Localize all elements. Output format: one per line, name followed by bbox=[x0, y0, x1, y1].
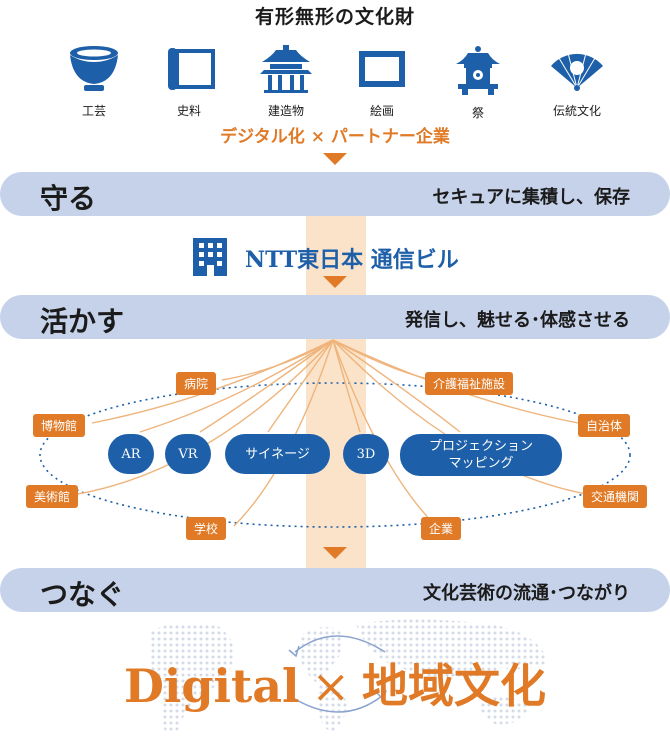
partner-museum: 博物館 bbox=[33, 414, 86, 437]
tech-projection-line1: プロジェクション bbox=[428, 439, 533, 454]
network-spokes bbox=[77, 339, 587, 527]
network-ring bbox=[39, 382, 631, 528]
partner-school: 学校 bbox=[186, 517, 227, 540]
category-historical-documents: 史料 bbox=[144, 44, 234, 119]
category-traditional-culture: 伝統文化 bbox=[532, 44, 622, 119]
down-arrow-icon bbox=[323, 276, 347, 288]
stage-connect-band: つなぐ 文化芸術の流通･つながり bbox=[0, 568, 670, 612]
tech-signage: サイネージ bbox=[225, 434, 330, 474]
tech-projection-mapping: プロジェクション マッピング bbox=[400, 434, 562, 476]
tech-ar: AR bbox=[108, 434, 154, 474]
world-map-dots bbox=[148, 619, 548, 732]
stage-title: 活かす bbox=[40, 305, 125, 338]
picture-frame-icon bbox=[359, 51, 405, 87]
festival-float-icon bbox=[456, 46, 500, 95]
category-label: 史料 bbox=[176, 104, 201, 118]
category-paintings: 絵画 bbox=[337, 44, 427, 119]
partner-art-museum: 美術館 bbox=[26, 485, 79, 508]
diagram-title: 有形無形の文化財 bbox=[254, 6, 415, 28]
bottom-slogan: Digital×地域文化 bbox=[0, 650, 670, 716]
partner-welfare-facility: 介護福祉施設 bbox=[425, 372, 514, 395]
category-label: 祭 bbox=[471, 106, 484, 120]
ntt-label-text: NTT東日本 通信ビル bbox=[245, 247, 459, 273]
stage-protect-band: 守る セキュアに集積し、保存 bbox=[0, 172, 670, 216]
shrine-building-icon bbox=[260, 45, 312, 93]
world-map-background bbox=[148, 619, 548, 732]
category-buildings: 建造物 bbox=[241, 44, 331, 119]
category-label: 建造物 bbox=[267, 104, 304, 118]
stage-description: 発信し、魅せる･体感させる bbox=[405, 310, 630, 331]
bowl-icon bbox=[70, 46, 118, 91]
stage-title: 守る bbox=[40, 182, 97, 215]
partner-company: 企業 bbox=[421, 517, 462, 540]
partner-municipality: 自治体 bbox=[578, 414, 631, 437]
down-arrow-icon bbox=[323, 153, 347, 165]
folding-fan-icon bbox=[551, 52, 603, 91]
scroll-icon bbox=[168, 48, 215, 90]
slogan-digital: Digital bbox=[123, 659, 300, 713]
down-arrow-icon bbox=[323, 547, 347, 559]
partner-hospital: 病院 bbox=[176, 372, 217, 395]
stage-description: セキュアに集積し、保存 bbox=[432, 187, 630, 208]
digitization-partners-headline: デジタル化 × パートナー企業 bbox=[220, 127, 450, 147]
category-label: 絵画 bbox=[369, 104, 394, 118]
stage-title: つなぐ bbox=[40, 578, 125, 611]
category-crafts: 工芸 bbox=[49, 44, 139, 119]
cycle-arrows-icon bbox=[288, 635, 387, 713]
category-label: 工芸 bbox=[81, 104, 106, 118]
stage-description: 文化芸術の流通･つながり bbox=[423, 583, 630, 604]
office-building-icon bbox=[193, 238, 227, 276]
partner-transport: 交通機関 bbox=[583, 485, 648, 508]
tech-projection-line2: マッピング bbox=[448, 456, 514, 471]
stage-utilize-band: 活かす 発信し、魅せる･体感させる bbox=[0, 295, 670, 339]
slogan-regional-culture: 地域文化 bbox=[362, 659, 547, 713]
tech-3d: 3D bbox=[343, 434, 389, 474]
tech-vr: VR bbox=[165, 434, 211, 474]
category-festivals: 祭 bbox=[433, 44, 523, 121]
category-label: 伝統文化 bbox=[552, 104, 601, 118]
slogan-times: × bbox=[311, 659, 351, 713]
